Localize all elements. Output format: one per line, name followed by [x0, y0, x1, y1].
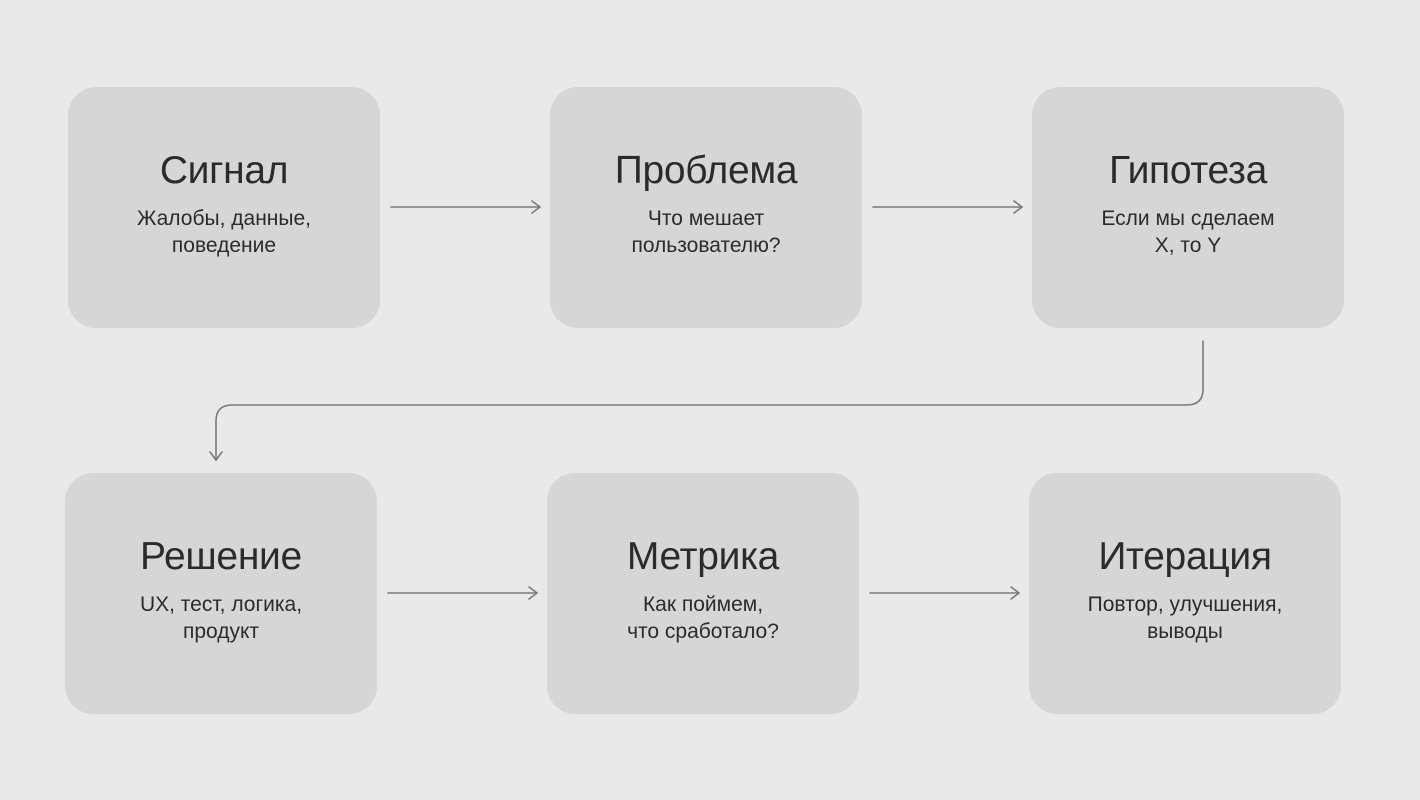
- step-subtitle: Если мы сделаем X, то Y: [1101, 207, 1275, 257]
- arrow-problem-to-hypothesis: [872, 200, 1023, 214]
- step-subtitle: UX, тест, логика, продукт: [139, 593, 303, 643]
- step-title: Сигнал: [159, 149, 289, 192]
- step-card-problem: Проблема Что мешает пользователю?: [550, 87, 862, 328]
- arrow-signal-to-problem: [390, 200, 541, 214]
- step-title: Итерация: [1098, 535, 1272, 578]
- step-subtitle: Повтор, улучшения, выводы: [1087, 593, 1283, 643]
- step-title: Метрика: [626, 535, 780, 578]
- step-subtitle: Что мешает пользователю?: [631, 207, 781, 257]
- step-title: Решение: [140, 535, 302, 578]
- step-title: Гипотеза: [1108, 149, 1268, 192]
- step-card-hypothesis: Гипотеза Если мы сделаем X, то Y: [1032, 87, 1344, 328]
- arrow-solution-to-metric: [387, 586, 538, 600]
- step-card-iteration: Итерация Повтор, улучшения, выводы: [1029, 473, 1341, 714]
- arrow-hypothesis-to-solution: [209, 340, 1204, 461]
- arrow-metric-to-iteration: [869, 586, 1020, 600]
- step-card-solution: Решение UX, тест, логика, продукт: [65, 473, 377, 714]
- step-title: Проблема: [614, 149, 798, 192]
- step-subtitle: Как поймем, что сработало?: [627, 593, 779, 643]
- step-card-metric: Метрика Как поймем, что сработало?: [547, 473, 859, 714]
- step-card-signal: Сигнал Жалобы, данные, поведение: [68, 87, 380, 328]
- step-subtitle: Жалобы, данные, поведение: [137, 207, 311, 257]
